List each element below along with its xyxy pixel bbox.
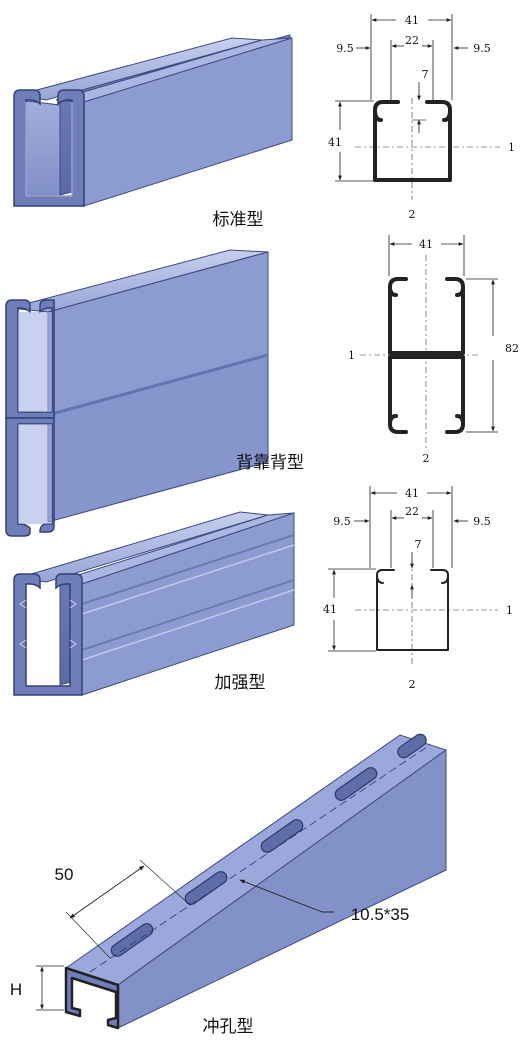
standard-lip-right-label: 9.5 (473, 42, 491, 55)
reinforced-lip-depth-label: 7 (415, 538, 422, 551)
punched-dimensions: 50 10.5*35 H (10, 859, 410, 1011)
b2b-height-label: 82 (505, 342, 519, 355)
standard-width-label: 41 (405, 14, 419, 27)
reinforced-axis-2: 2 (409, 678, 416, 691)
reinforced-opening-label: 22 (405, 505, 419, 518)
standard-caption: 标准型 (213, 210, 264, 230)
reinforced-caption: 加强型 (215, 673, 266, 693)
punched-height-label: H (10, 980, 22, 999)
punched-profile-3d (64, 733, 448, 1030)
standard-height-label: 41 (328, 136, 342, 149)
standard-lip-depth-label: 7 (422, 68, 429, 81)
b2b-axis-1: 1 (348, 349, 355, 362)
reinforced-section-drawing: 41 22 9.5 9.5 7 41 1 2 (323, 486, 513, 691)
standard-lip-left-label: 9.5 (336, 42, 354, 55)
standard-profile-3d (13, 34, 293, 207)
punched-slot-label: 10.5*35 (351, 905, 410, 924)
b2b-axis-2: 2 (423, 452, 430, 465)
standard-axis-1: 1 (508, 141, 515, 154)
punched-spacing-label: 50 (55, 865, 74, 884)
punched-slots (110, 733, 427, 957)
reinforced-height-label: 41 (323, 603, 337, 616)
reinforced-width-label: 41 (405, 487, 419, 500)
reinforced-axis-1: 1 (506, 604, 513, 617)
reinforced-lip-right-label: 9.5 (473, 515, 491, 528)
standard-opening-label: 22 (405, 34, 419, 47)
punched-caption: 冲孔型 (203, 1017, 254, 1037)
reinforced-lip-left-label: 9.5 (333, 515, 351, 528)
b2b-width-label: 41 (419, 238, 433, 251)
standard-section-drawing: 41 22 9.5 9.5 7 41 1 2 (328, 14, 515, 221)
reinforced-profile-3d (13, 511, 295, 696)
back-to-back-caption: 背靠背型 (236, 453, 304, 473)
back-to-back-section-drawing: 41 82 1 2 (348, 235, 519, 465)
standard-axis-2: 2 (409, 208, 416, 221)
back-to-back-profile-3d (5, 249, 269, 537)
